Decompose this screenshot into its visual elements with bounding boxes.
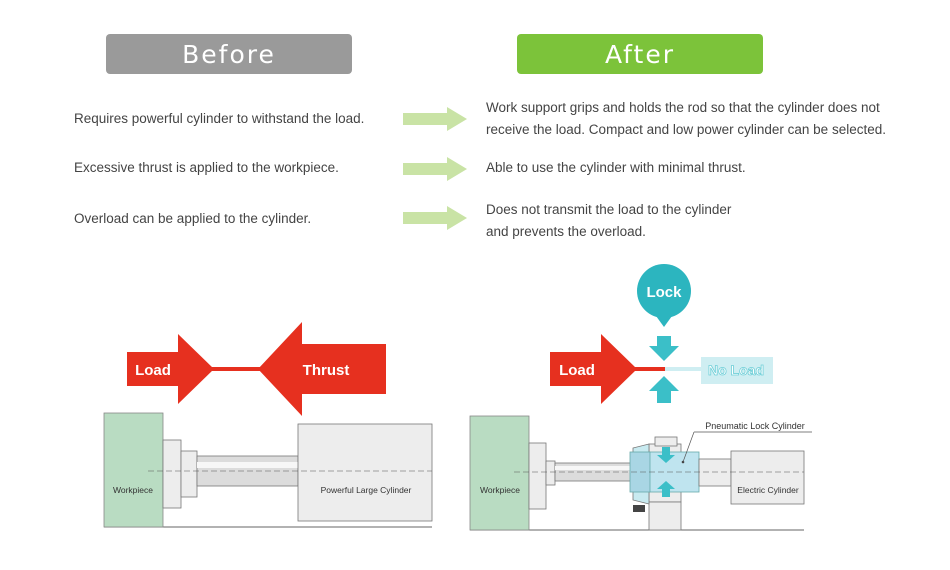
after-item-3: Does not transmit the load to the cylind… [486,199,731,243]
workpiece [103,412,164,528]
clamp-up-arrow [649,376,679,403]
before-item-3: Overload can be applied to the cylinder. [74,211,312,226]
after-item-1-line2: receive the load. Compact and low power … [486,122,886,137]
load-arrow [127,334,214,404]
force-line [212,367,264,371]
thrust-label: Thrust [303,362,350,379]
thrust-arrow [258,322,386,416]
after-item-2: Able to use the cylinder with minimal th… [486,160,746,175]
lock-label: Lock [646,284,682,301]
no-load-label: No Load [708,362,764,378]
lock-circle [637,264,691,318]
rod-end [162,439,182,509]
electric-cylinder-label: Electric Cylinder [737,485,799,495]
before-item-1: Requires powerful cylinder to withstand … [74,111,365,126]
after-item-3-line2: and prevents the overload. [486,224,646,239]
before-item-2: Excessive thrust is applied to the workp… [74,160,339,175]
before-header: Before [106,34,352,74]
after-item-1: Work support grips and holds the rod so … [486,97,886,141]
after-header: After [517,34,763,74]
electric-cylinder [730,450,805,505]
after-load-label: Load [559,362,595,379]
large-cylinder [297,423,433,522]
right-arrow-icon [403,107,467,131]
clamp-down-arrow [649,336,679,361]
after-workpiece-label: Workpiece [480,485,520,495]
lock-cylinder [648,451,700,493]
no-load-box [701,357,773,384]
before-load-label: Load [135,362,171,379]
rod [196,455,299,487]
after-item-3-line1: Does not transmit the load to the cylind… [486,202,732,217]
rod [554,462,732,482]
workpiece [469,415,530,531]
lock-cylinder-label: Pneumatic Lock Cylinder [705,421,805,431]
load-arrow [550,334,637,404]
right-arrow-icon [403,157,467,181]
large-cylinder-label: Powerful Large Cylinder [321,485,412,495]
right-arrow-icon [403,206,467,230]
before-workpiece-label: Workpiece [113,485,153,495]
after-item-1-line1: Work support grips and holds the rod so … [486,100,880,115]
